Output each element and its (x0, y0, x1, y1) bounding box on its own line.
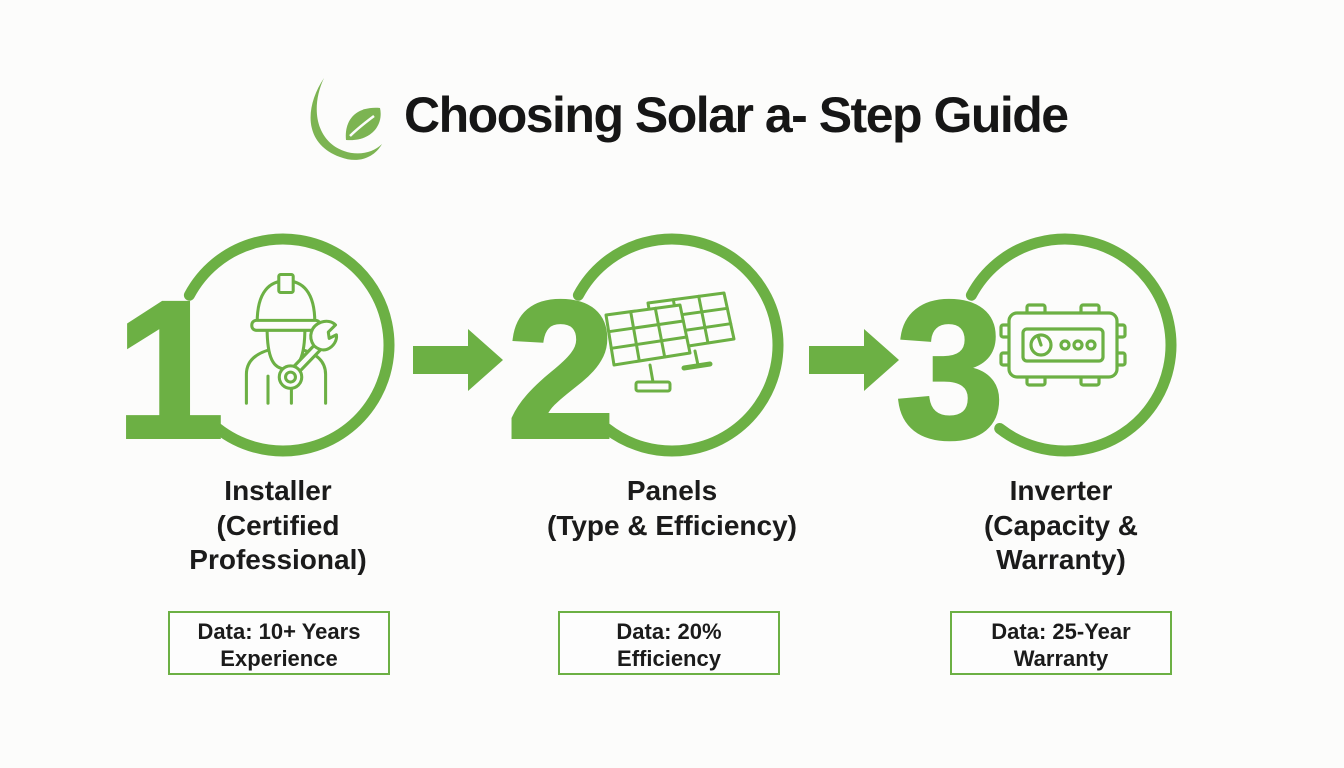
step-3-label-line: (Capacity & (983, 509, 1139, 541)
step-2-data-box: Data: 20% Efficiency (558, 611, 780, 675)
step-3-label: Inverter (Capacity & Warranty) (911, 474, 1211, 578)
step-1-data-box: Data: 10+ Years Experience (168, 611, 390, 675)
step-1-circle (166, 228, 400, 462)
step-2-label-line: Panels (626, 475, 718, 506)
inverter-icon (997, 299, 1129, 391)
step-1-label-line: Professional) (189, 544, 367, 575)
step-2-data-line: Efficiency (617, 646, 721, 671)
leaf-swoosh-icon (294, 74, 402, 168)
arrow-right-icon (413, 329, 503, 391)
step-2-circle (555, 228, 789, 462)
step-3-data-line: Data: 25-Year (991, 619, 1131, 644)
step-3-label-line: Warranty) (996, 544, 1126, 575)
step-2-label: Panels (Type & Efficiency) (522, 474, 822, 543)
step-3-label-line: Inverter (1009, 475, 1113, 506)
step-3-data-line: Warranty (1013, 646, 1109, 671)
step-3-circle (948, 228, 1182, 462)
step-2-data-line: Data: 20% (616, 619, 722, 644)
page-title: Choosing Solar a- Step Guide (404, 87, 1069, 143)
step-3-number: 3 (894, 261, 1006, 479)
step-1-label: Installer (Certified Professional) (128, 474, 428, 578)
arrow-right-icon (809, 329, 899, 391)
step-1-label-line: (Certified (216, 509, 340, 541)
solar-panels-icon (598, 289, 743, 401)
step-1-data-line: Data: 10+ Years (197, 619, 361, 644)
step-3-data-box: Data: 25-Year Warranty (950, 611, 1172, 675)
step-1-data-line: Experience (220, 646, 338, 671)
installer-worker-icon (226, 270, 346, 405)
step-1-label-line: Installer (224, 475, 332, 506)
step-2-label-line: (Type & Efficiency) (547, 509, 797, 541)
step-1-number: 1 (114, 261, 226, 479)
step-2-number: 2 (505, 261, 617, 479)
